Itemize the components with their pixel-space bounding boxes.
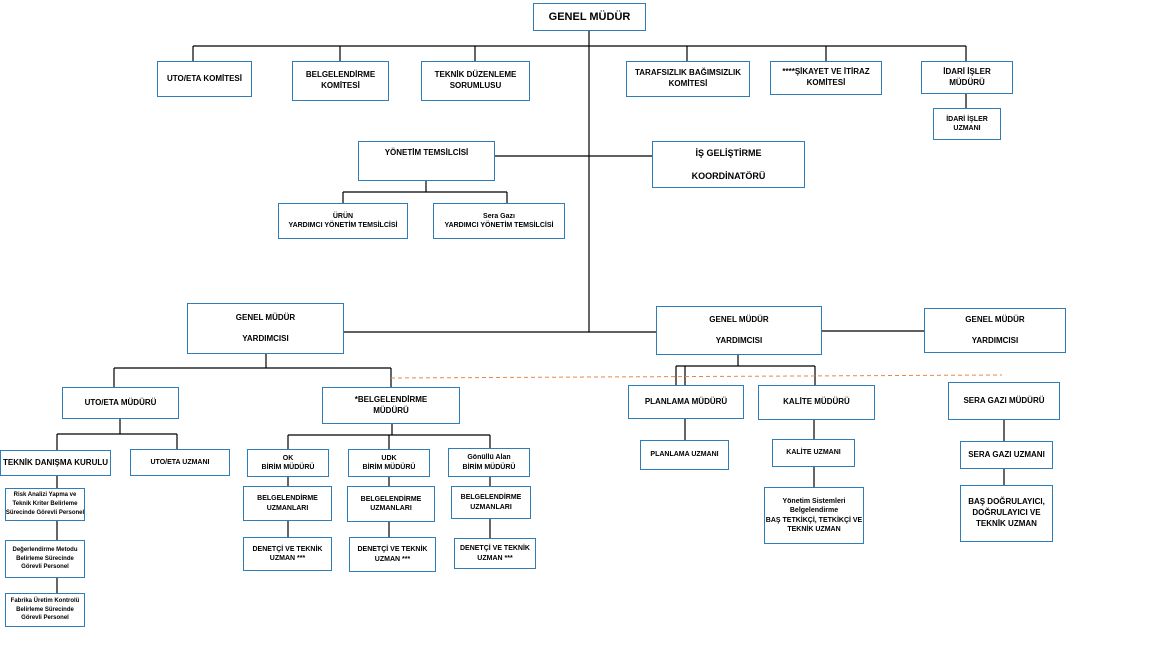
- sera-gazi-muduru-box: SERA GAZI MÜDÜRÜ: [948, 382, 1060, 420]
- ok-birim-muduru-box: OK BİRİM MÜDÜRÜ: [247, 449, 329, 477]
- udk-birim-muduru-box: UDK BİRİM MÜDÜRÜ: [348, 449, 430, 477]
- ok-denetci-teknik-uzman-box: DENETÇİ VE TEKNİK UZMAN ***: [243, 537, 332, 571]
- genel-mudur-yardimcisi-left-box: GENEL MÜDÜR YARDIMCISI: [187, 303, 344, 354]
- kalite-muduru-box: KALİTE MÜDÜRÜ: [758, 385, 875, 420]
- ok-belgelendirme-uzmanlari-box: BELGELENDİRME UZMANLARI: [243, 486, 332, 521]
- fabrika-uretim-personel-box: Fabrika Üretim Kontrolü Belirleme Süreci…: [5, 593, 85, 627]
- teknik-danisma-kurulu-box: TEKNİK DANIŞMA KURULU: [0, 450, 111, 476]
- planlama-uzmani-box: PLANLAMA UZMANI: [640, 440, 729, 470]
- uto-eta-uzmani-box: UTO/ETA UZMANI: [130, 449, 230, 476]
- bas-dogrulayici-box: BAŞ DOĞRULAYICI, DOĞRULAYICI VE TEKNİK U…: [960, 485, 1053, 542]
- yonetim-sistemleri-belgelendirme-box: Yönetim Sistemleri Belgelendirme BAŞ TET…: [764, 487, 864, 544]
- urun-yardimci-temsilci-box: ÜRÜN YARDIMCI YÖNETİM TEMSİLCİSİ: [278, 203, 408, 239]
- is-gelistirme-box: İŞ GELİŞTİRME KOORDİNATÖRÜ: [652, 141, 805, 188]
- gonullu-denetci-teknik-uzman-box: DENETÇİ VE TEKNİK UZMAN ***: [454, 538, 536, 569]
- belgelendirme-muduru-box: *BELGELENDİRME MÜDÜRÜ: [322, 387, 460, 424]
- genel-mudur-yardimcisi-center-box: GENEL MÜDÜR YARDIMCISI: [656, 306, 822, 355]
- degerlendirme-metodu-personel-box: Değerlendirme Metodu Belirleme Sürecinde…: [5, 540, 85, 578]
- kalite-uzmani-box: KALİTE UZMANI: [772, 439, 855, 467]
- sera-gazi-uzmani-box: SERA GAZI UZMANI: [960, 441, 1053, 469]
- gonullu-belgelendirme-uzmanlari-box: BELGELENDİRME UZMANLARI: [451, 486, 531, 519]
- idari-isler-muduru-box: İDARİ İŞLER MÜDÜRÜ: [921, 61, 1013, 94]
- sikayet-komitesi-box: ****ŞİKAYET VE İTİRAZ KOMİTESİ: [770, 61, 882, 95]
- tarafsizlik-komitesi-box: TARAFSIZLIK BAĞIMSIZLIK KOMİTESİ: [626, 61, 750, 97]
- belgelendirme-komitesi-box: BELGELENDİRME KOMİTESİ: [292, 61, 389, 101]
- uto-eta-komitesi-box: UTO/ETA KOMİTESİ: [157, 61, 252, 97]
- genel-mudur-box: GENEL MÜDÜR: [533, 3, 646, 31]
- risk-analizi-personel-box: Risk Analizi Yapma ve Teknik Kriter Beli…: [5, 488, 85, 521]
- uto-eta-muduru-box: UTO/ETA MÜDÜRÜ: [62, 387, 179, 419]
- udk-belgelendirme-uzmanlari-box: BELGELENDİRME UZMANLARI: [347, 486, 435, 522]
- udk-denetci-teknik-uzman-box: DENETÇİ VE TEKNİK UZMAN ***: [349, 537, 436, 572]
- sera-gazi-yardimci-temsilci-box: Sera Gazı YARDIMCI YÖNETİM TEMSİLCİSİ: [433, 203, 565, 239]
- yonetim-temsilcisi-box: YÖNETİM TEMSİLCİSİ: [358, 141, 495, 181]
- planlama-muduru-box: PLANLAMA MÜDÜRÜ: [628, 385, 744, 419]
- gonullu-alan-birim-muduru-box: Gönüllü Alan BİRİM MÜDÜRÜ: [448, 448, 530, 477]
- genel-mudur-yardimcisi-right-box: GENEL MÜDÜR YARDIMCISI: [924, 308, 1066, 353]
- teknik-duzenleme-box: TEKNİK DÜZENLEME SORUMLUSU: [421, 61, 530, 101]
- idari-isler-uzmani-box: İDARİ İŞLER UZMANI: [933, 108, 1001, 140]
